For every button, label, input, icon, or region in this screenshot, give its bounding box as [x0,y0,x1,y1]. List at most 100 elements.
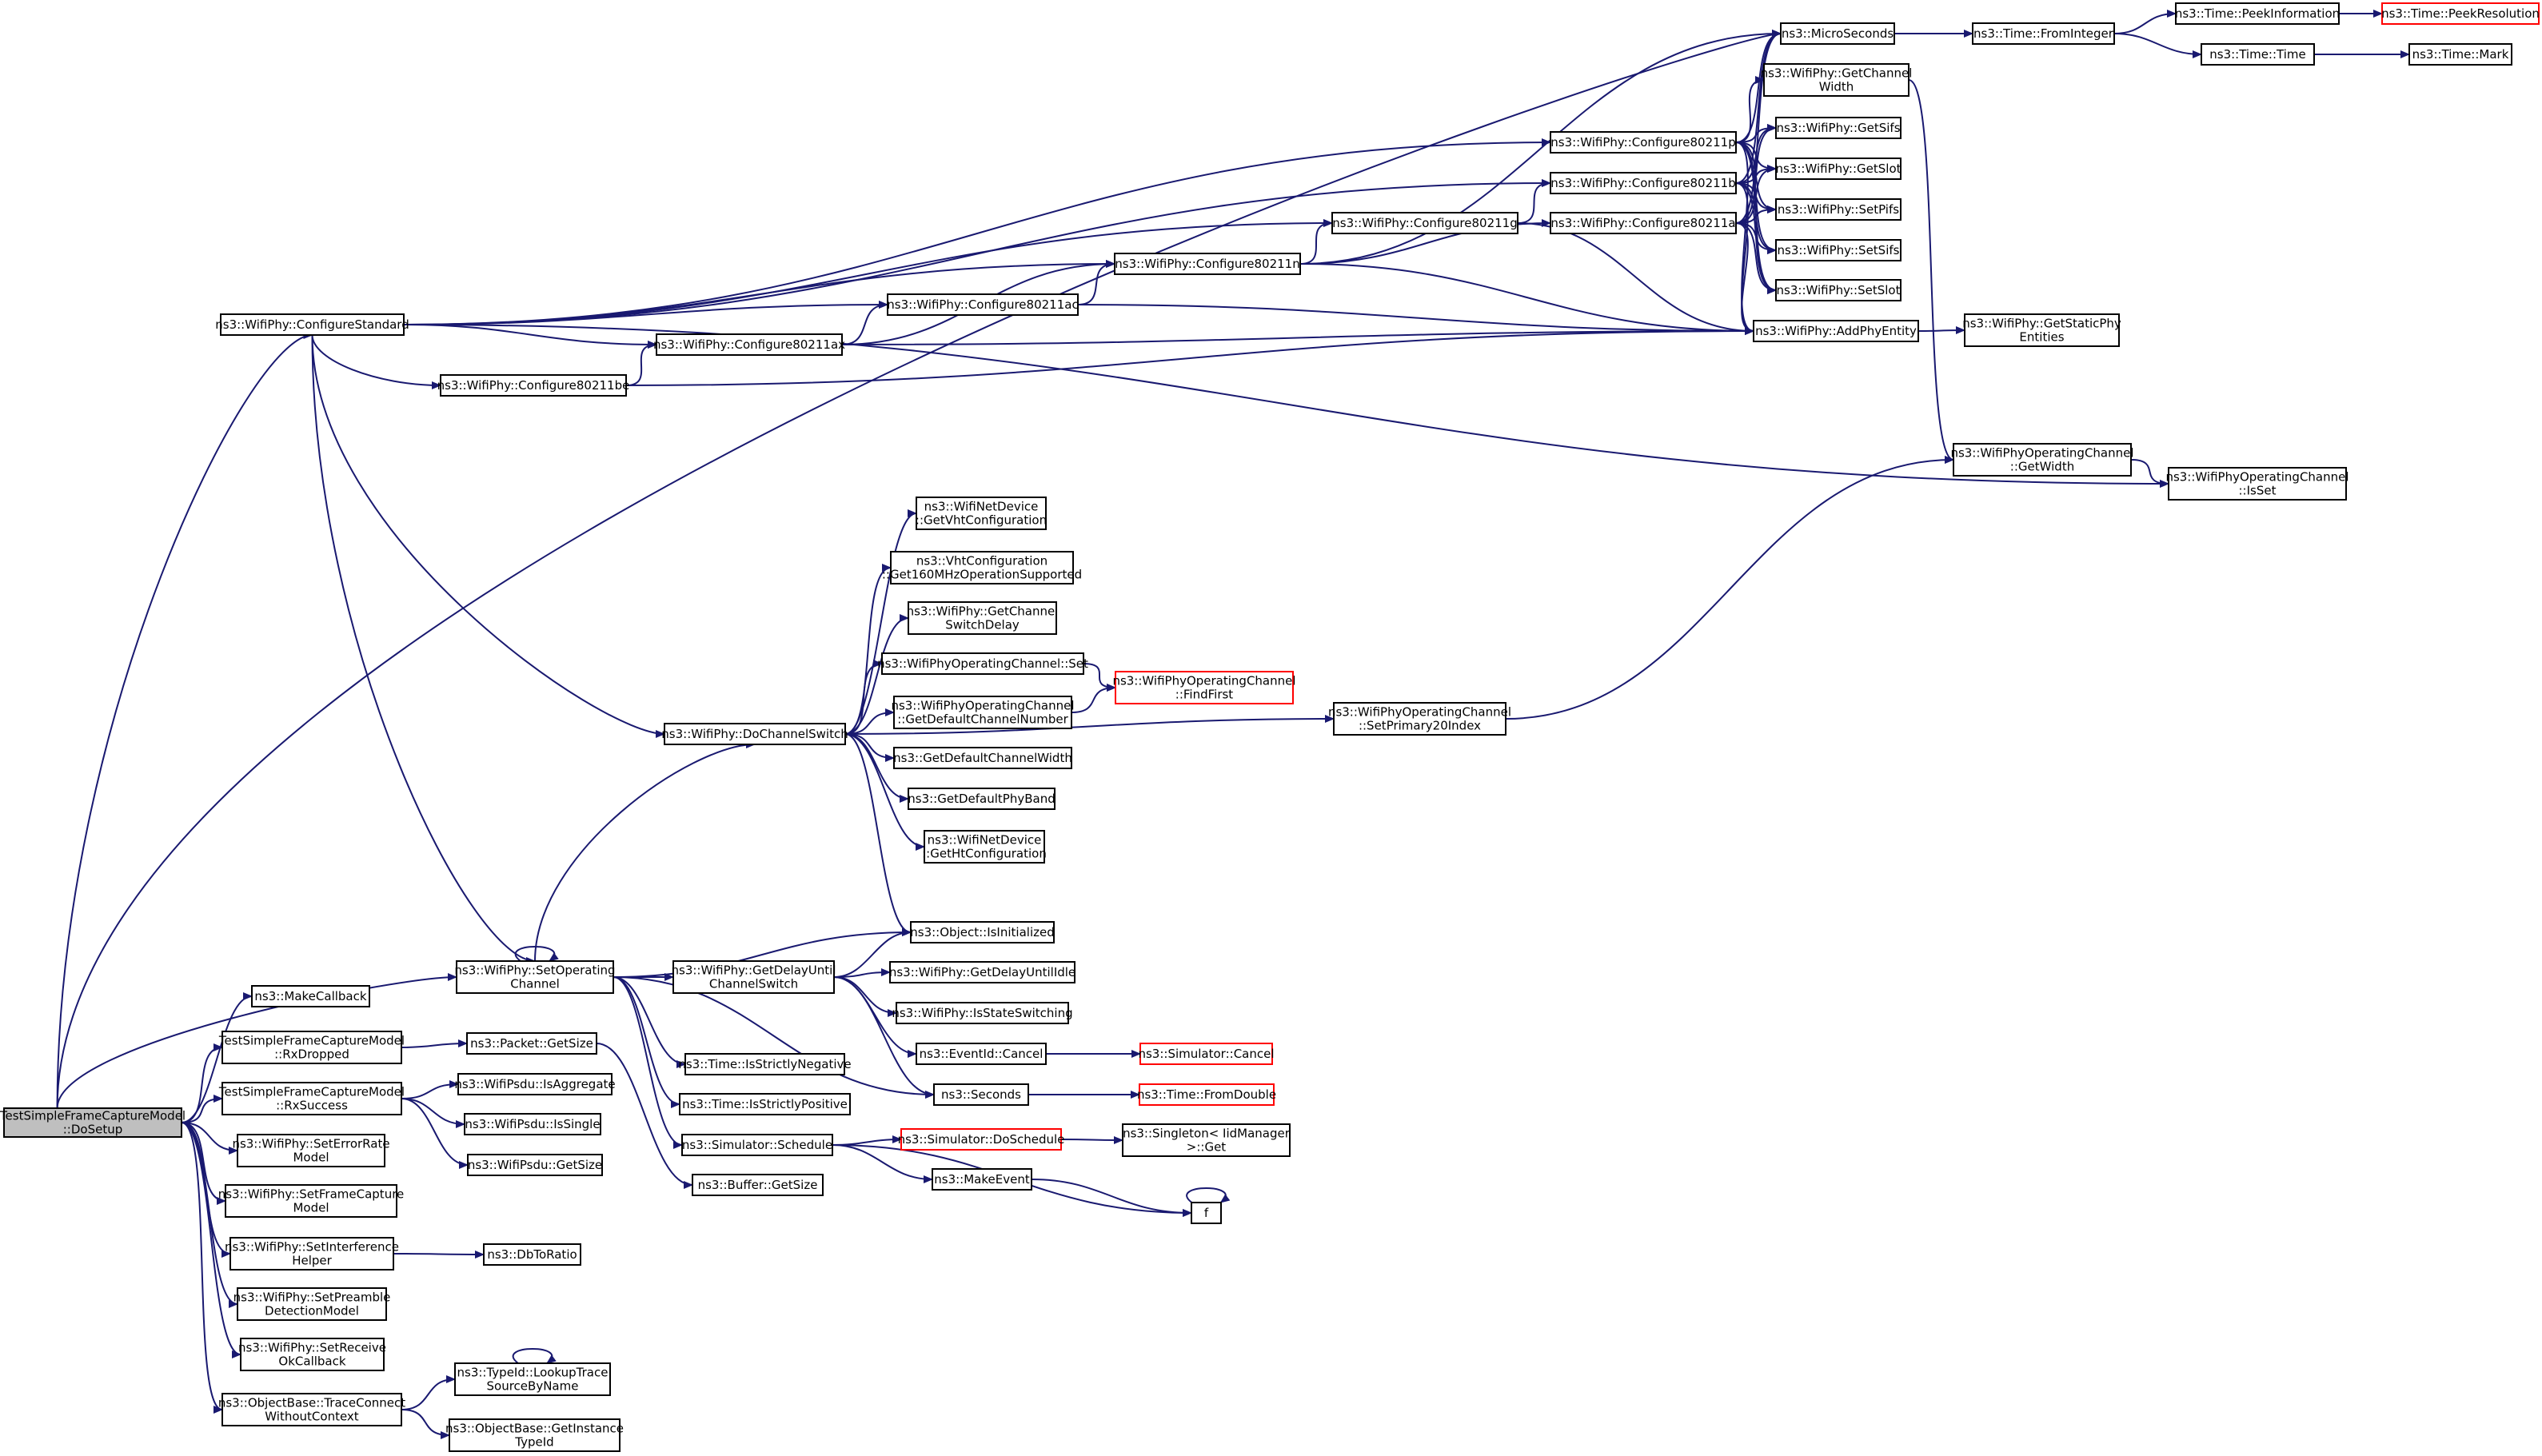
node-c11be[interactable]: ns3::WifiPhy::Configure80211be [437,374,630,397]
node-setPrim20[interactable]: ns3::WifiPhyOperatingChannel::SetPrimary… [1328,702,1511,736]
node-getHt[interactable]: ns3::WifiNetDevice::GetHtConfiguration [922,830,1047,864]
node-box [692,1174,824,1196]
edge-root-to-configStd [56,331,313,1109]
node-addPhy[interactable]: ns3::WifiPhy::AddPhyEntity [1753,320,1919,342]
node-setSlot[interactable]: ns3::WifiPhy::SetSlot [1775,279,1902,301]
node-makeEvent[interactable]: ns3::MakeEvent [932,1168,1032,1191]
node-peekInfo[interactable]: ns3::Time::PeekInformation [2175,2,2340,25]
node-label: ns3::WifiPhy::SetPreamble [233,1290,391,1305]
node-psduGetSize[interactable]: ns3::WifiPsdu::GetSize [467,1154,603,1176]
node-setSifs[interactable]: ns3::WifiPhy::SetSifs [1775,239,1902,261]
node-bufGetSize[interactable]: ns3::Buffer::GetSize [692,1174,824,1196]
node-rxSuccess[interactable]: TestSimpleFrameCaptureModel::RxSuccess [218,1082,405,1115]
node-singleton[interactable]: ns3::Singleton< IidManager>::Get [1122,1123,1291,1157]
edge-setPrim20-to-opChGetW [1505,456,1954,720]
node-configStd[interactable]: ns3::WifiPhy::ConfigureStandard [215,313,409,336]
node-opChIsSet[interactable]: ns3::WifiPhyOperatingChannel::IsSet [2165,467,2349,501]
node-doChSw[interactable]: ns3::WifiPhy::DoChannelSwitch [661,723,848,745]
node-getDefBand[interactable]: ns3::GetDefaultPhyBand [908,788,1056,810]
node-c11p[interactable]: ns3::WifiPhy::Configure80211p [1550,131,1737,154]
node-dbToRatio[interactable]: ns3::DbToRatio [483,1243,581,1266]
node-root[interactable]: TestSimpleFrameCaptureModel::DoSetup [0,1107,186,1138]
edge-setOpCh-to-seconds [613,976,935,1099]
node-makeCb[interactable]: ns3::MakeCallback [251,985,370,1007]
node-evCancel[interactable]: ns3::EventId::Cancel [916,1043,1047,1065]
node-label: ns3::MicroSeconds [1782,26,1894,41]
node-isSingle[interactable]: ns3::WifiPsdu::IsSingle [464,1113,601,1135]
node-label: ::FindFirst [1175,688,1234,702]
node-box [916,1043,1047,1065]
node-simDoSched[interactable]: ns3::Simulator::DoSchedule [898,1128,1065,1151]
node-getSifs[interactable]: ns3::WifiPhy::GetSifs [1775,117,1902,139]
node-opChSet[interactable]: ns3::WifiPhyOperatingChannel::Set [877,652,1088,675]
node-box [440,374,627,397]
node-opChGetW[interactable]: ns3::WifiPhyOperatingChannel::GetWidth [1950,443,2134,477]
node-rxDropped[interactable]: TestSimpleFrameCaptureModel::RxDropped [218,1031,405,1064]
node-label: ns3::Packet::GetSize [470,1036,593,1051]
edge-pktGetSize-to-bufGetSize [596,1043,693,1189]
node-box [890,551,1074,584]
node-fromInt[interactable]: ns3::Time::FromInteger [1972,22,2115,45]
node-box [893,747,1072,769]
node-findFirst[interactable]: ns3::WifiPhyOperatingChannel::FindFirst [1112,671,1296,704]
edge-c11p-to-addPhy [1735,142,1754,335]
node-isStateSw[interactable]: ns3::WifiPhy::IsStateSwitching [892,1002,1073,1024]
node-c11a[interactable]: ns3::WifiPhy::Configure80211a [1550,212,1737,234]
node-traceConnect[interactable]: ns3::ObjectBase::TraceConnectWithoutCont… [218,1393,405,1426]
node-vht160[interactable]: ns3::VhtConfiguration::Get160MHzOperatio… [882,551,1082,584]
node-label: ::GetWidth [2010,460,2074,474]
node-box [1122,1123,1291,1157]
node-c11b[interactable]: ns3::WifiPhy::Configure80211b [1550,172,1737,194]
node-simCancel[interactable]: ns3::Simulator::Cancel [1138,1043,1275,1065]
node-simSched[interactable]: ns3::Simulator::Schedule [681,1134,833,1156]
node-isPos[interactable]: ns3::Time::IsStrictlyPositive [679,1093,851,1115]
node-seconds[interactable]: ns3::Seconds [933,1083,1029,1106]
node-timeMark[interactable]: ns3::Time::Mark [2408,43,2512,66]
node-c11g[interactable]: ns3::WifiPhy::Configure80211g [1331,212,1518,234]
node-getDefChNum[interactable]: ns3::WifiPhyOperatingChannel::GetDefault… [891,696,1075,729]
node-label: ns3::VhtConfiguration [916,554,1048,568]
node-box [1972,22,2115,45]
node-objInit[interactable]: ns3::Object::IsInitialized [910,921,1055,943]
node-c11n[interactable]: ns3::WifiPhy::Configure80211n [1114,253,1301,275]
edge-opChGetW-to-opChIsSet [2130,459,2169,488]
node-pktGetSize[interactable]: ns3::Packet::GetSize [466,1032,597,1055]
edge-lookupTrace-self-loop [512,1348,557,1364]
node-c11ac[interactable]: ns3::WifiPhy::Configure80211ac [887,293,1079,316]
node-micro[interactable]: ns3::MicroSeconds [1780,22,1895,45]
node-box [1191,1202,1222,1224]
node-label: ns3::Buffer::GetSize [698,1178,818,1192]
node-isAgg[interactable]: ns3::WifiPsdu::IsAggregate [454,1073,616,1095]
node-label: ns3::WifiPhy::Configure80211be [437,378,630,393]
node-fromDouble[interactable]: ns3::Time::FromDouble [1137,1083,1276,1106]
node-fn_f[interactable]: f [1191,1202,1222,1224]
node-box [1550,131,1737,154]
node-getSlot[interactable]: ns3::WifiPhy::GetSlot [1775,158,1902,180]
edge-getChW-to-opChGetW [1908,79,1954,464]
node-box [229,1237,394,1271]
node-label: ns3::WifiPhyOperatingChannel [1328,705,1511,720]
node-box [1139,1043,1273,1065]
node-getVht[interactable]: ns3::WifiNetDevice::GetVhtConfiguration [916,497,1047,530]
edge-c11b-to-addPhy [1735,182,1754,335]
node-setPifs[interactable]: ns3::WifiPhy::SetPifs [1775,198,1902,221]
node-c11ax[interactable]: ns3::WifiPhy::Configure80211ax [653,333,845,356]
node-peekRes[interactable]: ns3::Time::PeekResolution [2381,2,2540,25]
node-timeTime[interactable]: ns3::Time::Time [2201,43,2315,66]
node-getDefChW[interactable]: ns3::GetDefaultChannelWidth [893,747,1072,769]
node-getDelayIdle[interactable]: ns3::WifiPhy::GetDelayUntilIdle [889,961,1075,983]
node-isNeg[interactable]: ns3::Time::IsStrictlyNegative [678,1053,852,1075]
